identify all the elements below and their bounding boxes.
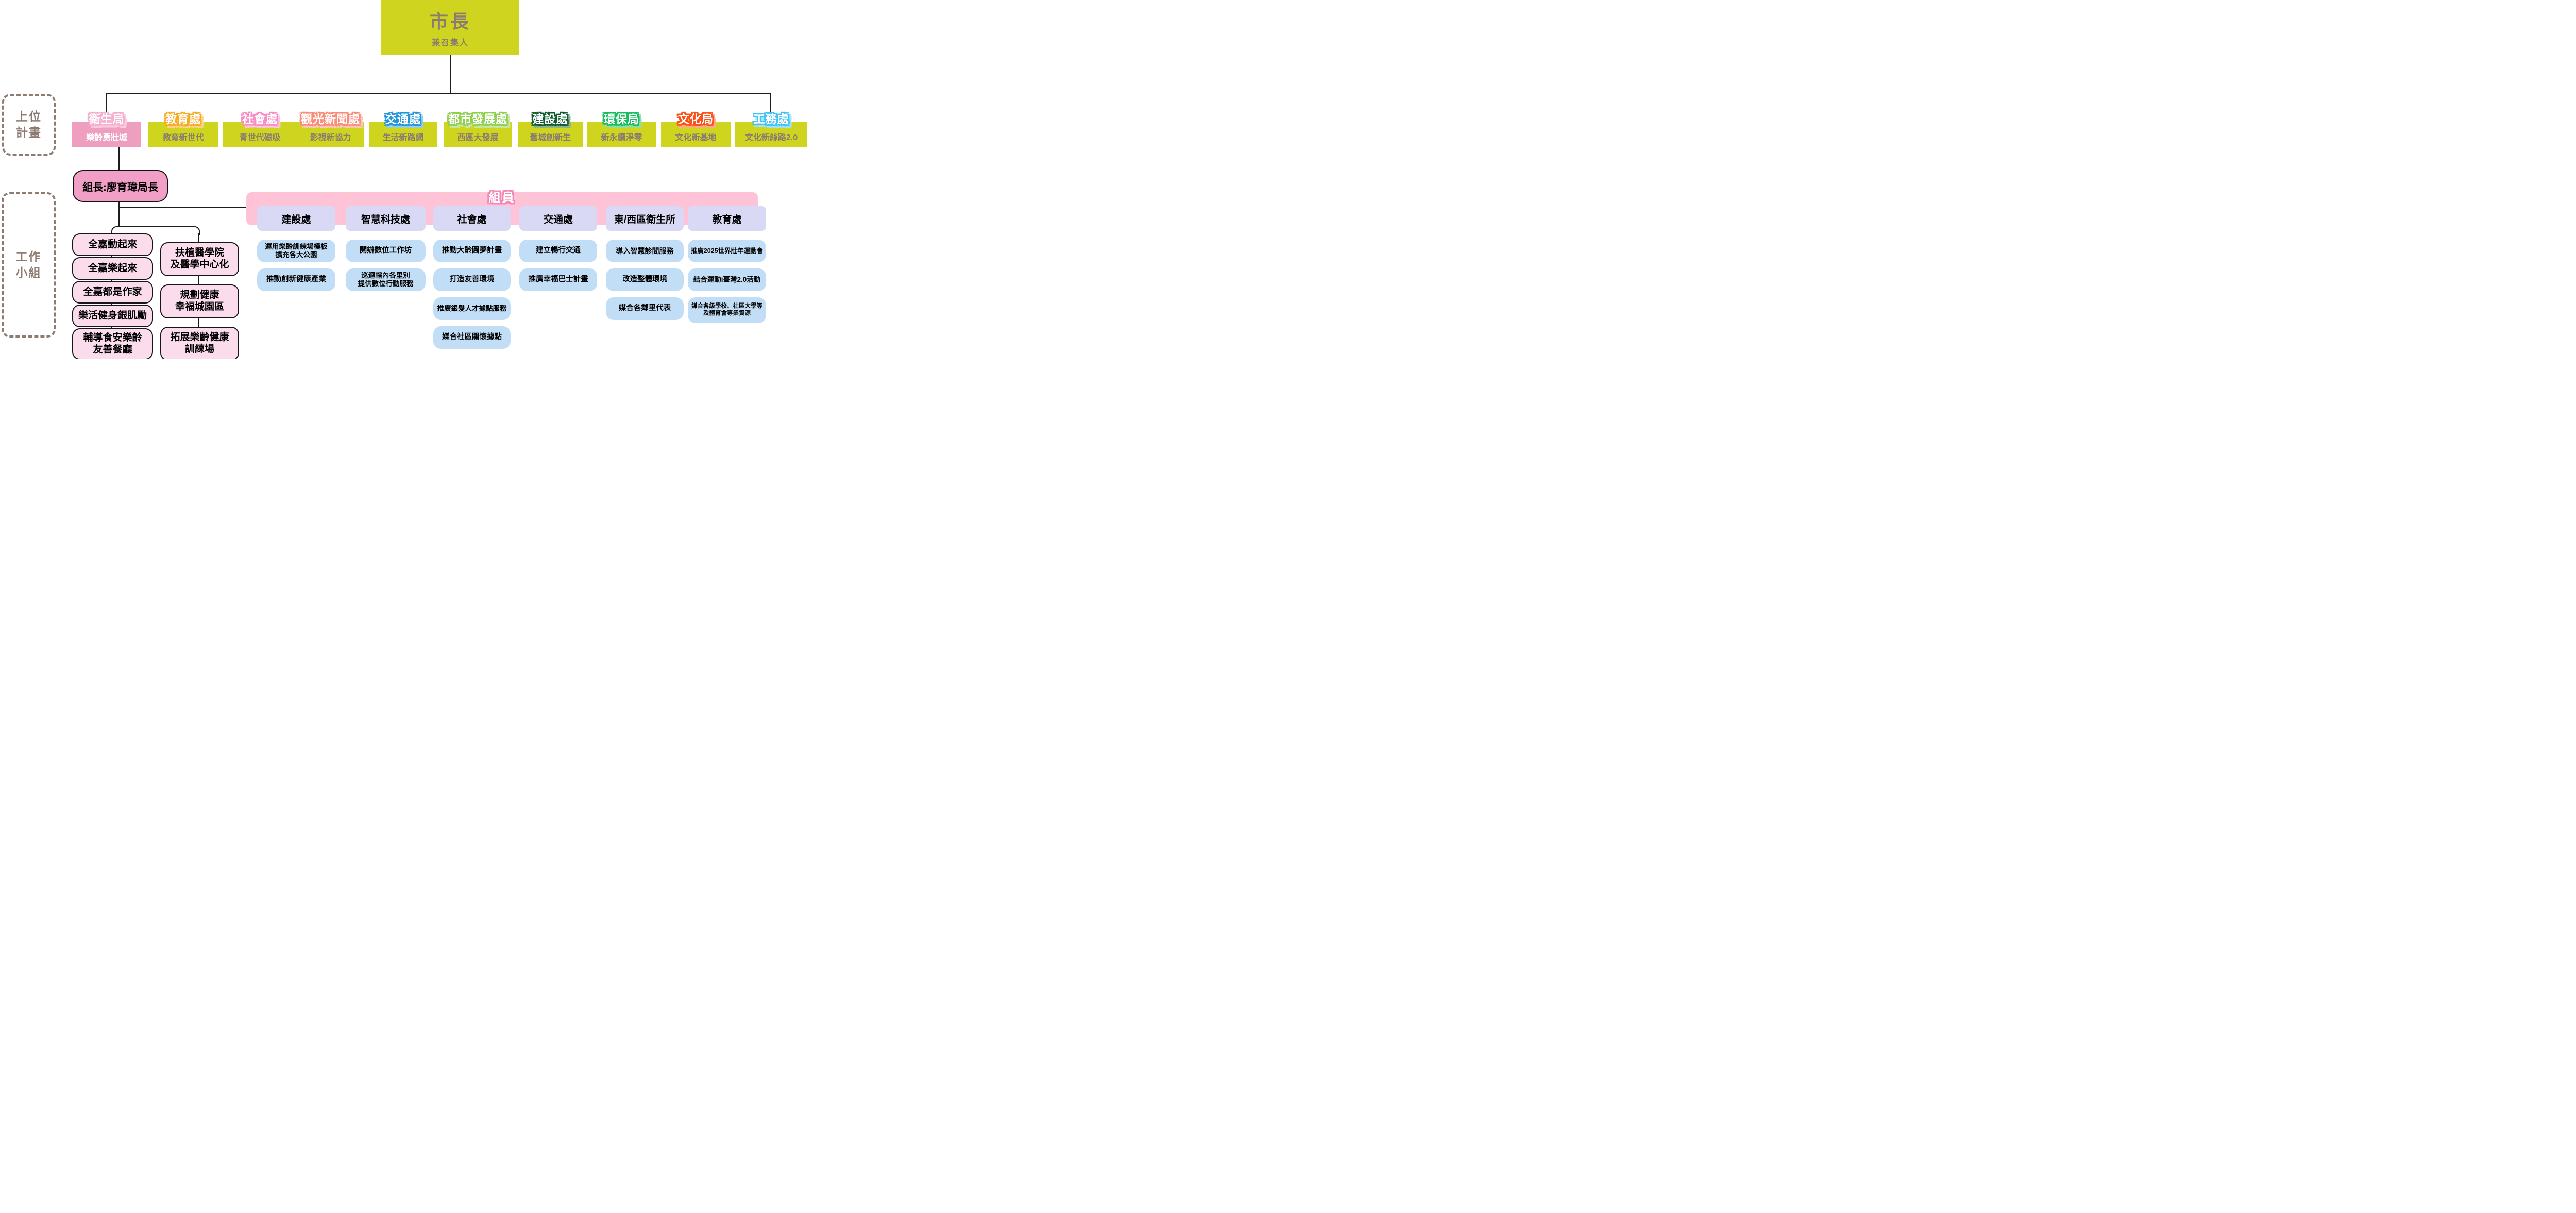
connector-to-member-bar	[118, 207, 246, 208]
member-task: 開辦數位工作坊	[346, 240, 426, 262]
workgroup-task: 樂活健身銀肌勵	[72, 305, 153, 327]
member-task: 推廣2025世界壯年運動會	[688, 240, 766, 262]
dept-name: 建設處	[532, 113, 568, 126]
member-group-header: 教育處	[688, 206, 766, 231]
dept-name: 都市發展處	[448, 113, 507, 126]
workgroup-task: 拓展樂齡健康 訓練場	[160, 327, 239, 359]
dept-tourism-news: 觀光新聞處 影視新協力	[297, 113, 364, 147]
member-group-header: 智慧科技處	[346, 206, 426, 231]
connector-health-to-leader	[118, 147, 120, 170]
member-group-header: 社會處	[433, 206, 511, 231]
mayor-node: 市長 兼召集人	[381, 0, 519, 55]
member-task: 推動大齡圓夢計畫	[433, 240, 511, 262]
member-group-header: 交通處	[519, 206, 597, 231]
dept-name: 工務處	[753, 113, 789, 126]
dept-transportation: 交通處 生活新路網	[369, 113, 437, 147]
workgroup-task: 扶植醫學院 及醫學中心化	[160, 242, 239, 276]
members-bar-label: 組員	[488, 191, 516, 204]
member-task: 媒合社區關懷據點	[433, 326, 511, 349]
connector-right-stub	[198, 233, 199, 243]
dept-name: 觀光新聞處	[300, 113, 360, 126]
member-task: 媒合各級學校、社區大學等 及體育會專業資源	[688, 297, 766, 323]
dept-urban-development: 都市發展處 西區大發展	[444, 113, 512, 147]
dept-plan: 文化新絲路2.0	[744, 133, 798, 142]
dept-construction: 建設處 舊城創新生	[518, 113, 583, 147]
workgroup-task: 輔導食安樂齡 友善餐廳	[72, 328, 153, 359]
connector-top-horizontal	[106, 93, 771, 94]
dept-name: 文化局	[677, 113, 714, 126]
member-task: 打造友善環境	[433, 268, 511, 291]
workgroup-task: 全嘉動起來	[72, 233, 153, 256]
member-group-header: 東/西區衛生所	[606, 206, 684, 231]
connector-leader-down	[118, 200, 120, 227]
member-task: 媒合各鄰里代表	[606, 297, 684, 320]
connector-drop-left	[106, 93, 107, 122]
dept-health-bureau: 衛生局 樂齡勇壯城	[72, 113, 141, 147]
dept-plan: 生活新路網	[382, 133, 424, 142]
dept-name: 社會處	[242, 113, 278, 126]
member-task: 改造整體環境	[606, 268, 684, 291]
member-task: 運用樂齡訓練場模板 擴充各大公園	[257, 240, 335, 262]
side-label-workgroup: 工作 小組	[2, 192, 56, 338]
member-task: 推廣幸福巴士計畫	[519, 268, 597, 291]
workgroup-task: 全嘉樂起來	[72, 257, 153, 280]
dept-plan: 西區大發展	[457, 133, 499, 142]
dept-plan: 文化新基地	[675, 133, 717, 142]
connector-workgroup-branch	[111, 226, 200, 235]
dept-public-works: 工務處 文化新絲路2.0	[735, 113, 807, 147]
dept-plan: 教育新世代	[162, 133, 204, 142]
dept-cultural-affairs: 文化局 文化新基地	[661, 113, 731, 147]
dept-name: 衛生局	[89, 113, 125, 126]
side-label-upper-plans: 上位 計畫	[2, 94, 56, 156]
connector-drop-right	[770, 93, 771, 122]
member-task: 推廣銀髮人才據點服務	[433, 297, 511, 320]
dept-social-affairs: 社會處 青世代磁吸	[223, 113, 297, 147]
member-task: 導入智慧診間服務	[606, 240, 684, 262]
dept-name: 環保局	[603, 113, 639, 126]
dept-plan: 青世代磁吸	[239, 133, 281, 142]
connector-mayor-drop	[450, 55, 451, 94]
mayor-subtitle: 兼召集人	[431, 39, 469, 47]
dept-environmental-protection: 環保局 新永續淨零	[587, 113, 656, 147]
workgroup-task: 全嘉都是作家	[72, 281, 153, 304]
member-task: 推動創新健康產業	[257, 268, 335, 291]
dept-plan: 樂齡勇壯城	[86, 133, 127, 142]
org-chart-canvas: 市長 兼召集人 上位 計畫 工作 小組 衛生局 樂齡勇壯城 教育處 教育新世代 …	[0, 0, 808, 359]
dept-plan: 影視新協力	[310, 133, 351, 142]
dept-plan: 舊城創新生	[529, 133, 571, 142]
mayor-title: 市長	[429, 11, 471, 32]
dept-name: 教育處	[165, 113, 201, 126]
member-task: 結合運動i臺灣2.0活動	[688, 268, 766, 291]
dept-name: 交通處	[385, 113, 421, 126]
dept-plan: 新永續淨零	[601, 133, 642, 142]
member-group-header: 建設處	[257, 206, 335, 231]
member-task: 建立暢行交通	[519, 240, 597, 262]
member-task: 巡迴轄內各里別 提供數位行動服務	[346, 268, 426, 291]
dept-education: 教育處 教育新世代	[148, 113, 218, 147]
group-leader-pill: 組長:廖育瑋局長	[73, 170, 168, 202]
workgroup-task: 規劃健康 幸福城園區	[160, 284, 239, 318]
